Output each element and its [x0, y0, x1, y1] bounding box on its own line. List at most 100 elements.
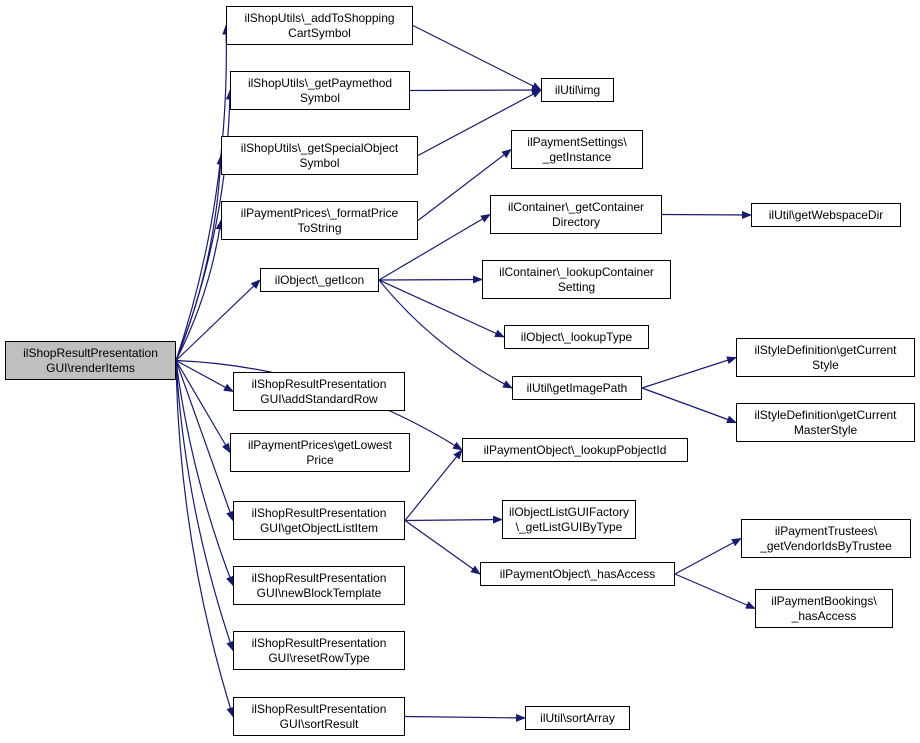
node-get-current-style[interactable]: ilStyleDefinition\getCurrent Style: [736, 338, 915, 377]
node-label-line: ilShopResultPresentation: [251, 701, 387, 716]
node-label-line: Style: [812, 357, 839, 372]
node-root-render-items: ilShopResultPresentation GUI\renderItems: [5, 341, 176, 380]
node-get-icon[interactable]: ilObject\_getIcon: [260, 268, 379, 292]
node-label-line: ilShopResultPresentation: [251, 376, 387, 391]
node-label-line: ilUtil\getWebspaceDir: [768, 207, 884, 222]
node-get-webspace-dir[interactable]: ilUtil\getWebspaceDir: [751, 203, 901, 227]
node-get-paymethod-symbol[interactable]: ilShopUtils\_getPaymethod Symbol: [230, 71, 410, 110]
call-edge-getIcon-to-lookupType: [378, 279, 505, 338]
node-label-line: Price: [306, 452, 334, 467]
node-get-image-path[interactable]: ilUtil\getImagePath: [512, 376, 642, 400]
node-payment-settings-get-instance[interactable]: ilPaymentSettings\ _getInstance: [511, 130, 643, 169]
node-get-vendor-ids-by-trustee[interactable]: ilPaymentTrustees\ _getVendorIdsByTruste…: [741, 519, 911, 558]
call-edge-sortResult-to-sortArray: [404, 713, 526, 722]
node-label-line: ilContainer\_getContainer: [507, 199, 645, 214]
node-get-list-gui-by-type[interactable]: ilObjectListGUIFactory \_getListGUIByTyp…: [502, 500, 636, 539]
call-edge-getObjectListItem-to-lookupPobjectId: [404, 449, 463, 521]
node-label-line: ilPaymentSettings\: [527, 134, 627, 149]
call-edge-getIcon-to-getContainerDirectory: [378, 213, 491, 281]
node-label-line: _getVendorIdsByTrustee: [760, 538, 892, 553]
node-label-line: GUI\getObjectListItem: [259, 520, 379, 535]
node-add-standard-row[interactable]: ilShopResultPresentation GUI\addStandard…: [233, 372, 405, 411]
node-label-line: ilPaymentPrices\_formatPrice: [240, 205, 399, 220]
node-new-block-template[interactable]: ilShopResultPresentation GUI\newBlockTem…: [233, 566, 405, 605]
node-sort-array[interactable]: ilUtil\sortArray: [525, 706, 630, 730]
node-label-line: Directory: [551, 214, 600, 229]
node-label-line: ilPaymentObject\_hasAccess: [499, 566, 656, 581]
node-label-line: ilUtil\getImagePath: [526, 380, 628, 395]
call-edge-getImagePath-to-getCurrentMasterStyle: [641, 387, 737, 424]
call-edge-root-to-getLowestPrice: [175, 360, 231, 454]
node-label-line: \_getListGUIByType: [515, 519, 623, 534]
call-edge-hasAccess-to-paymentBookingsHasAccess: [674, 573, 756, 610]
node-label-line: ilObject\_getIcon: [274, 272, 365, 287]
node-label-line: ilPaymentPrices\getLowest: [247, 437, 393, 452]
call-edge-getIcon-to-getImagePath: [378, 279, 513, 389]
node-payment-bookings-has-access[interactable]: ilPaymentBookings\ _hasAccess: [755, 589, 893, 628]
call-edge-getIcon-to-lookupContainerSetting: [378, 275, 483, 284]
node-sort-result[interactable]: ilShopResultPresentation GUI\sortResult: [233, 697, 405, 736]
node-label-line: Symbol: [299, 155, 340, 170]
node-util-img[interactable]: ilUtil\img: [541, 78, 614, 102]
node-label-line: MasterStyle: [793, 422, 858, 437]
node-label-line: GUI\renderItems: [46, 360, 135, 375]
node-label-line: ilShopResultPresentation: [251, 505, 387, 520]
node-format-price-to-string[interactable]: ilPaymentPrices\_formatPrice ToString: [221, 201, 418, 240]
node-label-line: Setting: [557, 279, 596, 294]
node-get-object-list-item[interactable]: ilShopResultPresentation GUI\getObjectLi…: [233, 501, 405, 540]
call-edge-getSpecialObjectSymbol-to-img: [417, 89, 542, 157]
node-label-line: GUI\newBlockTemplate: [256, 585, 382, 600]
call-edge-root-to-addToShoppingCartSymbol: [175, 24, 231, 361]
call-edge-root-to-sortResult: [175, 360, 235, 718]
node-get-container-directory[interactable]: ilContainer\_getContainer Directory: [490, 195, 662, 234]
call-edge-root-to-resetRowType: [175, 360, 234, 652]
node-lookup-type[interactable]: ilObject\_lookupType: [504, 325, 649, 349]
node-label-line: ilShopUtils\_addToShopping: [244, 10, 395, 25]
call-edge-formatPriceToString-to-paymentSettingsGetInstance: [417, 148, 512, 221]
call-edge-getContainerDirectory-to-getWebspaceDir: [661, 210, 752, 219]
node-label-line: _hasAccess: [791, 608, 857, 623]
node-get-special-object-symbol[interactable]: ilShopUtils\_getSpecialObject Symbol: [221, 136, 418, 175]
node-label-line: Symbol: [299, 90, 340, 105]
node-label-line: GUI\sortResult: [279, 716, 359, 731]
call-edge-getObjectListItem-to-hasAccess: [404, 520, 481, 575]
node-reset-row-type[interactable]: ilShopResultPresentation GUI\resetRowTyp…: [233, 631, 405, 670]
node-label-line: ToString: [297, 220, 342, 235]
node-label-line: _getInstance: [542, 149, 612, 164]
call-edge-getObjectListItem-to-getListGUIByType: [404, 515, 503, 524]
node-add-to-shopping-cart-symbol[interactable]: ilShopUtils\_addToShopping CartSymbol: [226, 6, 413, 45]
call-edge-root-to-addStandardRow: [175, 359, 234, 393]
node-label-line: ilShopResultPresentation: [251, 570, 387, 585]
node-label-line: ilUtil\sortArray: [540, 710, 615, 725]
call-edge-root-to-newBlockTemplate: [175, 360, 234, 587]
node-lookup-container-setting[interactable]: ilContainer\_lookupContainer Setting: [482, 260, 671, 299]
node-label-line: GUI\resetRowType: [268, 650, 370, 665]
call-edge-root-to-getObjectListItem: [175, 360, 234, 522]
node-label-line: ilContainer\_lookupContainer: [499, 264, 654, 279]
call-edge-root-to-getSpecialObjectSymbol: [175, 154, 225, 361]
call-edge-getImagePath-to-getCurrentStyle: [641, 356, 737, 389]
node-label-line: ilObject\_lookupType: [520, 329, 633, 344]
node-label-line: ilShopResultPresentation: [251, 635, 387, 650]
node-label-line: ilPaymentObject\_lookupPobjectId: [483, 442, 667, 457]
node-label-line: CartSymbol: [288, 25, 351, 40]
node-get-current-master-style[interactable]: ilStyleDefinition\getCurrent MasterStyle: [736, 403, 915, 442]
call-edge-hasAccess-to-getVendorIdsByTrustee: [674, 537, 742, 575]
node-label-line: ilPaymentBookings\: [771, 593, 877, 608]
node-label-line: ilShopResultPresentation: [23, 345, 158, 360]
node-payment-object-has-access[interactable]: ilPaymentObject\_hasAccess: [480, 562, 675, 586]
node-label-line: ilUtil\img: [554, 82, 601, 97]
node-label-line: ilObjectListGUIFactory: [508, 504, 630, 519]
call-edge-getPaymethodSymbol-to-img: [409, 86, 542, 95]
node-get-lowest-price[interactable]: ilPaymentPrices\getLowest Price: [230, 433, 410, 472]
call-edge-root-to-getIcon: [175, 279, 261, 361]
call-edge-addToShoppingCartSymbol-to-img: [412, 24, 542, 91]
node-lookup-pobject-id[interactable]: ilPaymentObject\_lookupPobjectId: [462, 438, 688, 462]
node-label-line: ilShopUtils\_getSpecialObject: [240, 140, 399, 155]
node-label-line: ilPaymentTrustees\: [774, 523, 878, 538]
call-edge-root-to-formatPriceToString: [175, 219, 224, 361]
node-label-line: ilStyleDefinition\getCurrent: [754, 407, 897, 422]
node-label-line: ilStyleDefinition\getCurrent: [754, 342, 897, 357]
node-label-line: GUI\addStandardRow: [260, 391, 378, 406]
node-label-line: ilShopUtils\_getPaymethod: [247, 75, 393, 90]
